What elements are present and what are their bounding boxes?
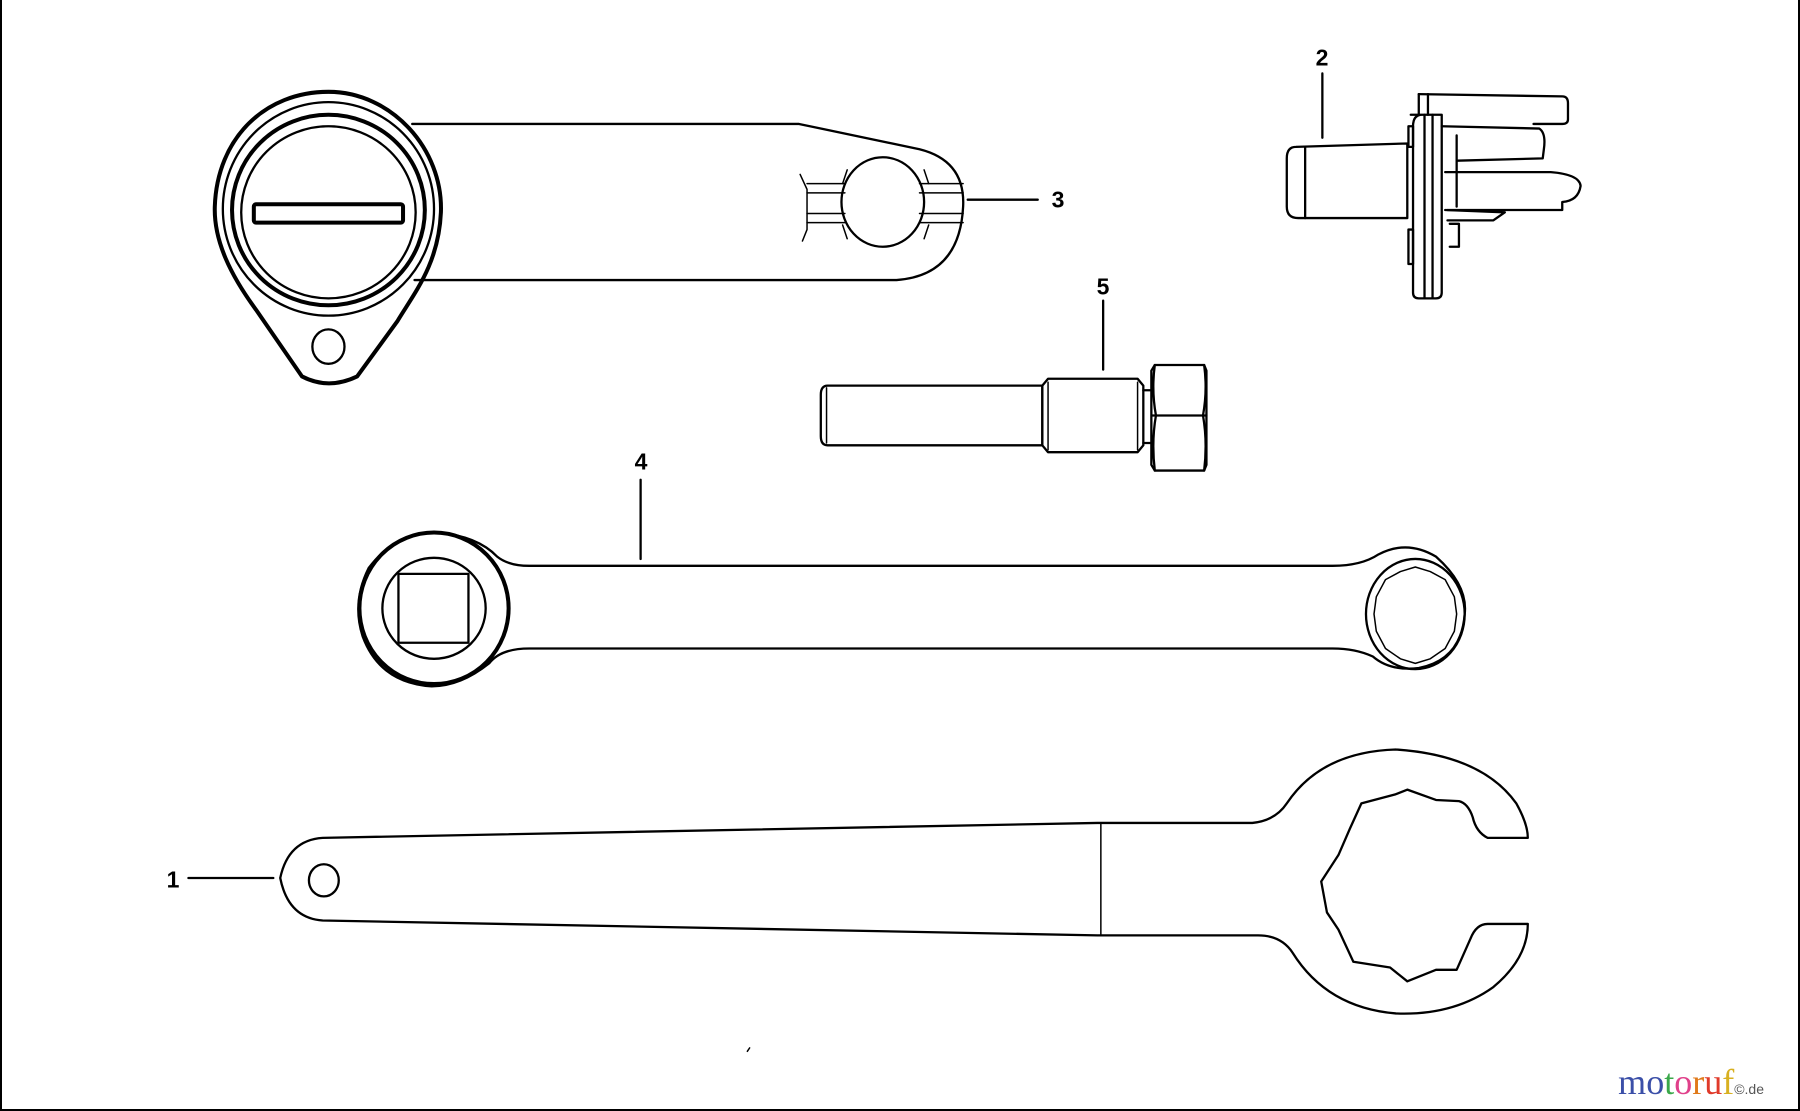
wm-suffix: .de: [1744, 1081, 1764, 1097]
part-label-3: 3: [1051, 186, 1065, 213]
part-label-5: 5: [1096, 273, 1110, 300]
part-4-ring-wrench: [357, 530, 1467, 688]
watermark-logo: motoruf©.de: [1618, 1061, 1764, 1103]
stray-mark: [746, 1047, 751, 1053]
part-5-bolt: [819, 363, 1208, 472]
wm-letter: u: [1704, 1062, 1723, 1102]
part-3-lever-arm: [212, 89, 965, 386]
wm-letter: o: [1646, 1062, 1665, 1102]
wm-letter: t: [1664, 1062, 1675, 1102]
part-1-spanner: [279, 748, 1529, 1015]
part-2-chuck-key: [1285, 92, 1582, 300]
wm-letter: f: [1722, 1062, 1735, 1102]
part-label-4: 4: [634, 448, 648, 475]
wm-letter: m: [1618, 1062, 1647, 1102]
copyright-icon: ©: [1734, 1081, 1745, 1097]
wm-letter: r: [1692, 1062, 1705, 1102]
part-label-2: 2: [1315, 44, 1329, 71]
wm-letter: o: [1674, 1062, 1693, 1102]
part-label-1: 1: [166, 866, 180, 893]
